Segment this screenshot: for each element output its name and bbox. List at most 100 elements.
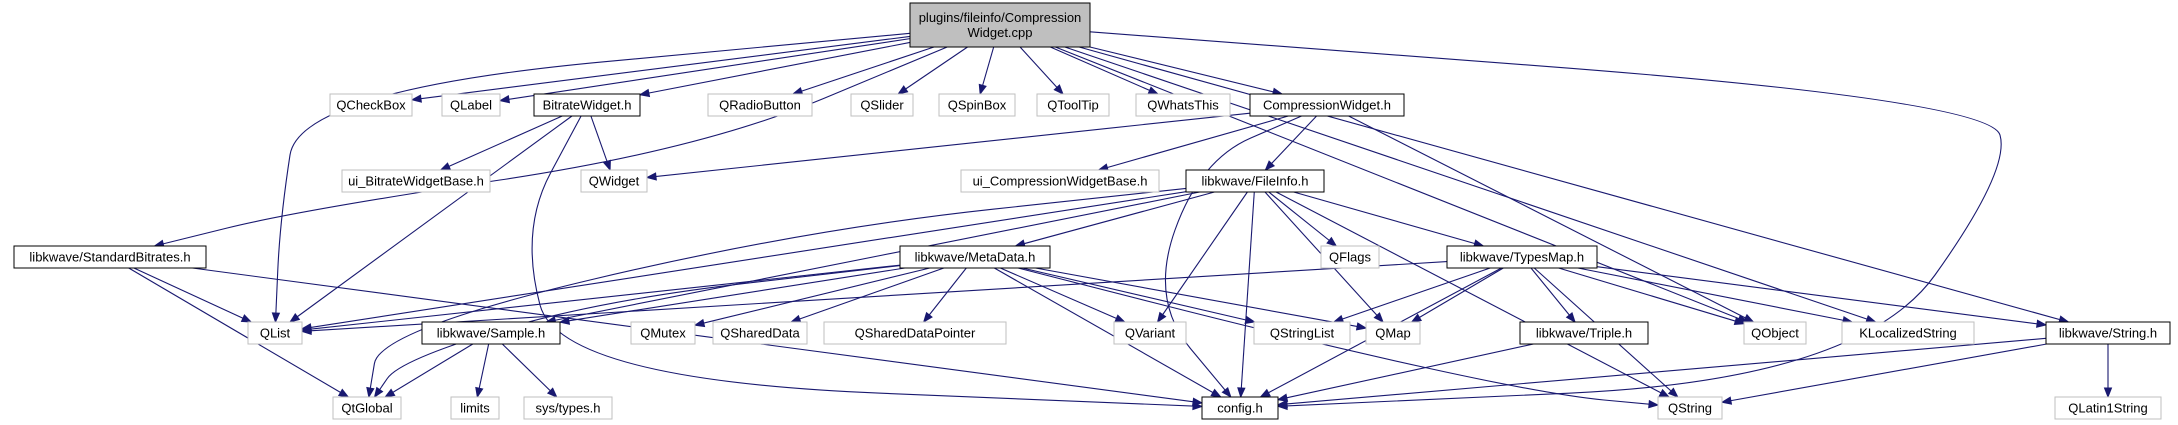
node-limits[interactable]: limits [450, 396, 500, 420]
node-box-triple[interactable] [1519, 321, 1649, 345]
node-label-main: Widget.cpp [967, 25, 1032, 40]
node-label-ui_compression: ui_CompressionWidgetBase.h [973, 174, 1148, 189]
node-box-typesmap[interactable] [1446, 245, 1598, 269]
edge-bitratewidget-to-qwidget [590, 115, 611, 171]
node-standardbitrates[interactable]: libkwave/StandardBitrates.h [13, 245, 207, 269]
edge-metadata-to-qshareddata [790, 267, 945, 323]
node-fileinfo[interactable]: libkwave/FileInfo.h [1185, 169, 1325, 193]
node-qwidget[interactable]: QWidget [580, 169, 648, 193]
node-box-qradiobutton[interactable] [707, 93, 813, 117]
node-label-qmutex: QMutex [640, 326, 686, 341]
node-qtooltip[interactable]: QToolTip [1036, 93, 1110, 117]
node-box-ui_compression[interactable] [960, 169, 1160, 193]
node-string[interactable]: libkwave/String.h [2045, 321, 2171, 345]
node-box-ui_bitrate[interactable] [341, 169, 491, 193]
node-box-qwhatsthis[interactable] [1135, 93, 1231, 117]
node-main[interactable]: plugins/fileinfo/CompressionWidget.cpp [909, 2, 1091, 48]
node-typesmap[interactable]: libkwave/TypesMap.h [1446, 245, 1598, 269]
node-box-sample[interactable] [421, 321, 561, 345]
node-qslider[interactable]: QSlider [850, 93, 914, 117]
node-box-qtooltip[interactable] [1036, 93, 1110, 117]
node-qcheckbox[interactable]: QCheckBox [329, 93, 413, 117]
node-label-triple: libkwave/Triple.h [1536, 326, 1632, 341]
node-box-qlatin1string[interactable] [2054, 396, 2162, 420]
node-qstringlist[interactable]: QStringList [1253, 321, 1351, 345]
node-label-qvariant: QVariant [1125, 326, 1176, 341]
node-label-qslider: QSlider [860, 98, 904, 113]
node-box-compressionwidget[interactable] [1249, 93, 1405, 117]
edge-compressionwidget-to-qobject [1348, 115, 1754, 323]
edge-typesmap-to-string [1596, 266, 2047, 326]
node-qlabel[interactable]: QLabel [441, 93, 501, 117]
node-box-qvariant[interactable] [1113, 321, 1187, 345]
node-config[interactable]: config.h [1201, 396, 1279, 420]
node-qmap[interactable]: QMap [1365, 321, 1421, 345]
node-box-limits[interactable] [450, 396, 500, 420]
edge-main-to-standardbitrates [154, 46, 948, 247]
node-box-qmap[interactable] [1365, 321, 1421, 345]
node-label-standardbitrates: libkwave/StandardBitrates.h [29, 250, 190, 265]
arrowhead-main-to-bitratewidget [638, 88, 651, 98]
node-box-standardbitrates[interactable] [13, 245, 207, 269]
node-box-qslider[interactable] [850, 93, 914, 117]
node-box-qmutex[interactable] [630, 321, 696, 345]
node-qtglobal[interactable]: QtGlobal [332, 396, 402, 420]
node-box-qlabel[interactable] [441, 93, 501, 117]
node-box-qwidget[interactable] [580, 169, 648, 193]
node-qwhatsthis[interactable]: QWhatsThis [1135, 93, 1231, 117]
node-label-compressionwidget: CompressionWidget.h [1263, 98, 1391, 113]
edge-fileinfo-to-typesmap [1293, 191, 1484, 247]
node-box-main[interactable] [909, 2, 1091, 48]
node-qstring[interactable]: QString [1657, 396, 1723, 420]
edge-metadata-to-qshareddatapointer [923, 267, 967, 323]
node-box-qcheckbox[interactable] [329, 93, 413, 117]
arrowhead-metadata-to-qtglobal [373, 386, 384, 399]
node-box-metadata[interactable] [899, 245, 1051, 269]
node-sample[interactable]: libkwave/Sample.h [421, 321, 561, 345]
arrowhead-bitratewidget-to-qlist [288, 312, 301, 323]
node-box-qstringlist[interactable] [1253, 321, 1351, 345]
node-qradiobutton[interactable]: QRadioButton [707, 93, 813, 117]
node-label-metadata: libkwave/MetaData.h [915, 250, 1036, 265]
node-box-systypes[interactable] [523, 396, 613, 420]
edge-metadata-to-sample [559, 267, 906, 323]
node-box-qlist[interactable] [247, 321, 303, 345]
arrowhead-string-to-config [1276, 399, 1288, 409]
node-box-config[interactable] [1201, 396, 1279, 420]
node-qvariant[interactable]: QVariant [1113, 321, 1187, 345]
node-box-qshareddatapointer[interactable] [823, 321, 1007, 345]
node-klocalizedstring[interactable]: KLocalizedString [1841, 321, 1975, 345]
edge-typesmap-to-qlist [301, 261, 1448, 332]
node-box-qshareddata[interactable] [712, 321, 808, 345]
node-qspinbox[interactable]: QSpinBox [938, 93, 1016, 117]
node-box-string[interactable] [2045, 321, 2171, 345]
node-compressionwidget[interactable]: CompressionWidget.h [1249, 93, 1405, 117]
node-qobject[interactable]: QObject [1743, 321, 1807, 345]
node-ui_bitrate[interactable]: ui_BitrateWidgetBase.h [341, 169, 491, 193]
arrowhead-typesmap-to-triple [1565, 311, 1576, 324]
arrowhead-string-to-qstring [1720, 396, 1733, 405]
node-box-qobject[interactable] [1743, 321, 1807, 345]
node-box-klocalizedstring[interactable] [1841, 321, 1975, 345]
node-box-bitratewidget[interactable] [533, 93, 641, 117]
node-qshareddata[interactable]: QSharedData [712, 321, 808, 345]
arrowhead-sample-to-systypes [546, 387, 558, 398]
node-label-qshareddata: QSharedData [720, 326, 800, 341]
node-qmutex[interactable]: QMutex [630, 321, 696, 345]
node-systypes[interactable]: sys/types.h [523, 396, 613, 420]
node-qflags[interactable]: QFlags [1320, 245, 1380, 269]
node-triple[interactable]: libkwave/Triple.h [1519, 321, 1649, 345]
node-box-qtglobal[interactable] [332, 396, 402, 420]
node-bitratewidget[interactable]: BitrateWidget.h [533, 93, 641, 117]
node-box-fileinfo[interactable] [1185, 169, 1325, 193]
node-box-qflags[interactable] [1320, 245, 1380, 269]
node-qlist[interactable]: QList [247, 321, 303, 345]
node-qlatin1string[interactable]: QLatin1String [2054, 396, 2162, 420]
edge-metadata-to-qlist [301, 264, 901, 331]
node-qshareddatapointer[interactable]: QSharedDataPointer [823, 321, 1007, 345]
node-metadata[interactable]: libkwave/MetaData.h [899, 245, 1051, 269]
node-box-qstring[interactable] [1657, 396, 1723, 420]
node-ui_compression[interactable]: ui_CompressionWidgetBase.h [960, 169, 1160, 193]
node-box-qspinbox[interactable] [938, 93, 1016, 117]
